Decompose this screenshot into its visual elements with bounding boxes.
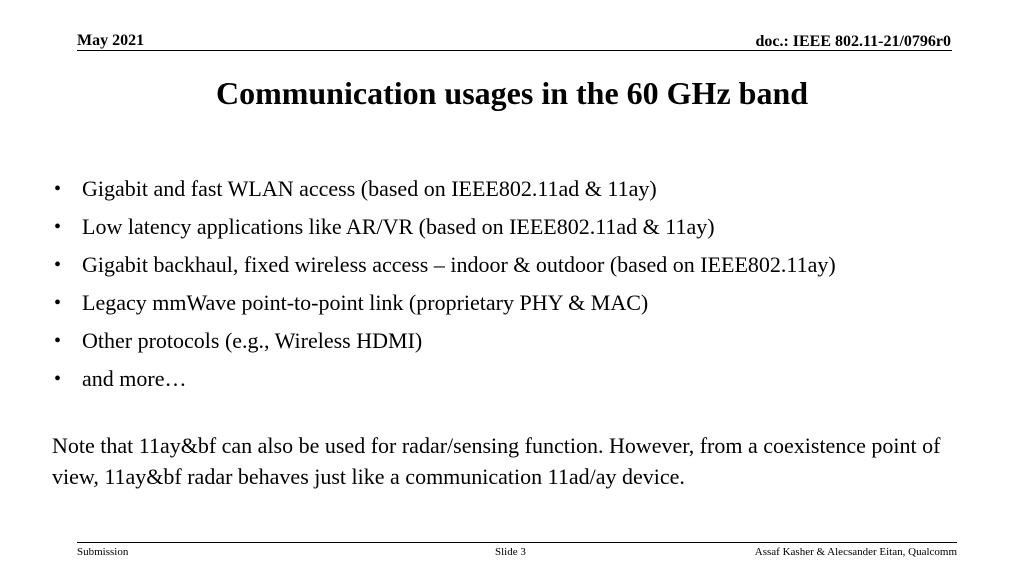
header-doc-id: doc.: IEEE 802.11-21/0796r0 bbox=[755, 33, 951, 50]
bullet-item: • Low latency applications like AR/VR (ba… bbox=[52, 208, 836, 246]
bullet-item: • and more… bbox=[52, 360, 836, 398]
bullet-icon: • bbox=[54, 178, 62, 200]
slide-title: Communication usages in the 60 GHz band bbox=[215, 75, 809, 111]
bullet-text: Other protocols (e.g., Wireless HDMI) bbox=[82, 328, 423, 353]
bullet-text: Gigabit backhaul, fixed wireless access … bbox=[82, 252, 836, 277]
bullet-text: Legacy mmWave point-to-point link (propr… bbox=[82, 290, 649, 315]
footer-authors: Assaf Kasher & Alecsander Eitan, Qualcom… bbox=[754, 546, 957, 558]
bullet-icon: • bbox=[54, 330, 62, 352]
bullet-text: Low latency applications like AR/VR (bas… bbox=[82, 214, 715, 239]
bullet-icon: • bbox=[54, 216, 62, 238]
bullet-icon: • bbox=[54, 368, 62, 390]
bullet-text: Gigabit and fast WLAN access (based on I… bbox=[82, 176, 657, 201]
bullet-item: • Gigabit and fast WLAN access (based on … bbox=[52, 170, 836, 208]
note-paragraph: Note that 11ay&bf can also be used for r… bbox=[52, 433, 941, 489]
bullet-list: • Gigabit and fast WLAN access (based on … bbox=[52, 170, 836, 398]
bullet-item: • Other protocols (e.g., Wireless HDMI) bbox=[52, 322, 836, 360]
footer-submission: Submission bbox=[77, 546, 129, 558]
footer-slide-number: Slide 3 bbox=[495, 546, 526, 558]
bullet-text: and more… bbox=[82, 366, 187, 391]
footer-divider bbox=[77, 542, 957, 543]
header-divider bbox=[77, 50, 952, 51]
bullet-item: • Legacy mmWave point-to-point link (prop… bbox=[52, 284, 836, 322]
bullet-item: • Gigabit backhaul, fixed wireless access… bbox=[52, 246, 836, 284]
bullet-icon: • bbox=[54, 292, 62, 314]
bullet-icon: • bbox=[54, 254, 62, 276]
header-date: May 2021 bbox=[77, 32, 145, 49]
